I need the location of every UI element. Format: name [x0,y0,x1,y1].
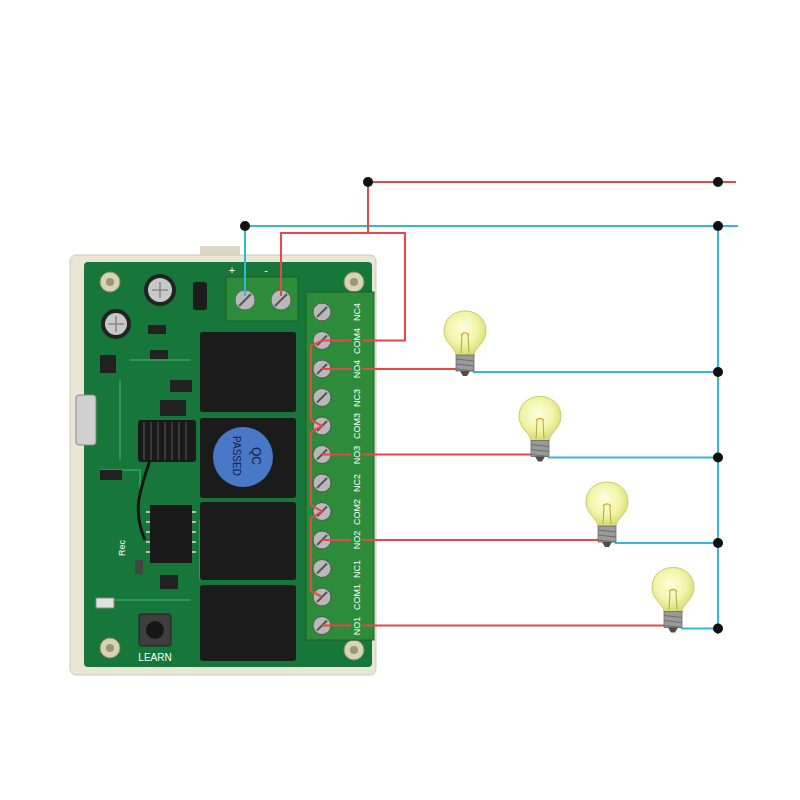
button-label: LEARN [138,653,171,663]
terminal-label: NO4 [352,358,363,381]
silkscreen-text: Rec [118,540,127,556]
terminal-label: COM1 [352,582,363,612]
terminal-label: NO1 [352,614,363,637]
terminal-label: COM2 [352,496,363,526]
polarity-mark: - [264,265,268,276]
terminal-label: COM3 [352,411,363,441]
terminal-label: NC2 [352,472,363,494]
terminal-label: NC4 [352,301,363,323]
terminal-label: NO2 [352,529,363,552]
sticker-text: PASSED [231,436,241,476]
polarity-mark: + [229,265,235,276]
sticker-text: QC [250,447,262,465]
terminal-label: COM4 [352,325,363,355]
terminal-label: NC1 [352,557,363,579]
terminal-label: NC3 [352,386,363,408]
terminal-label: NO3 [352,443,363,466]
